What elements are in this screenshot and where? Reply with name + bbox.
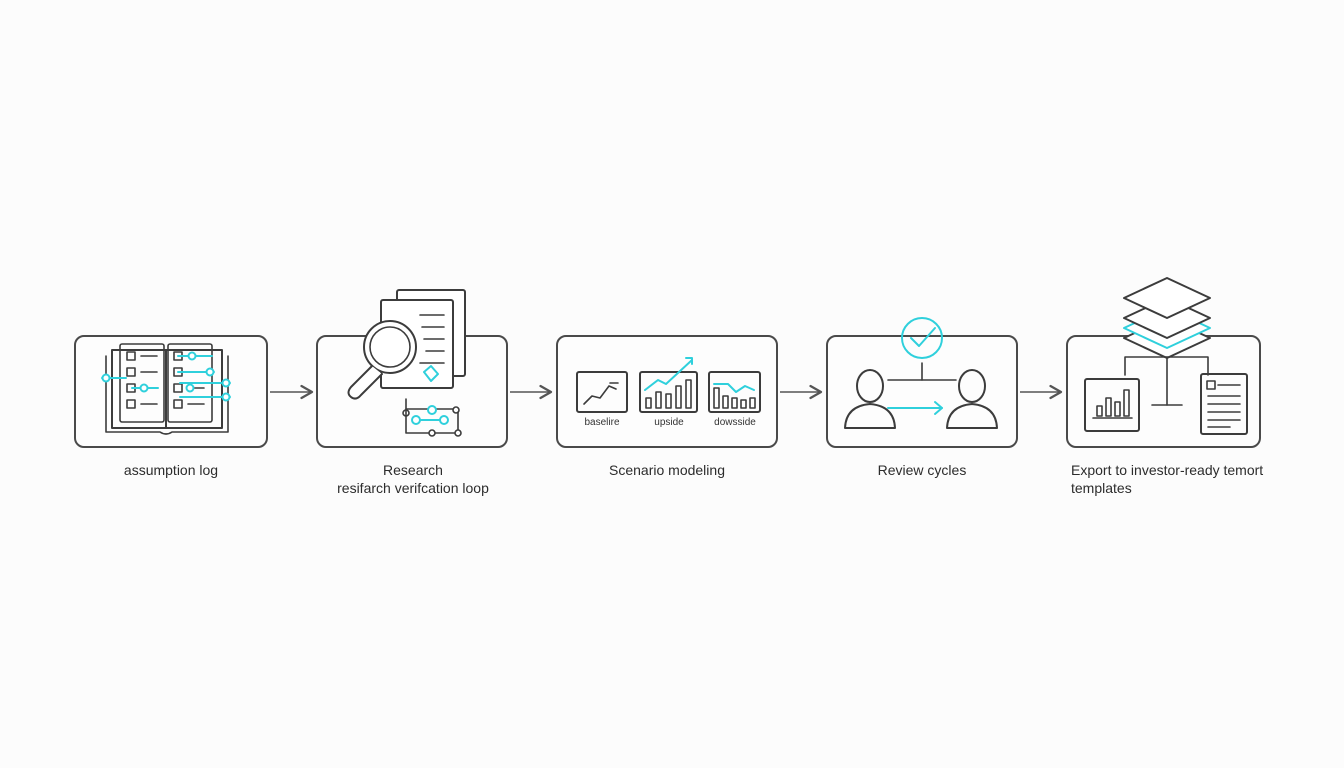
step-5-label-line-1: Export to investor-ready temort [1071,462,1264,478]
scenario-panel-downside [708,371,761,413]
open-book-icon [101,343,231,435]
scenario-panel-baseline [576,371,628,413]
scenario-charts-icon: baselire upside dowsside [576,357,761,428]
step-2-label-line-2: resifarch verifcation loop [337,480,489,496]
magnifier-documents-icon [347,289,466,437]
step-box-export [1066,335,1261,448]
step-4-label-line-1: Review cycles [877,462,967,478]
scenario-panel-upside [639,357,698,413]
step-label-research: Research resifarch verifcation loop [298,461,528,497]
step-label-scenario-modeling: Scenario modeling [556,461,778,479]
step-label-review-cycles: Review cycles [826,461,1018,479]
step-label-export: Export to investor-ready temort template… [1071,461,1311,497]
step-5-label-line-2: templates [1071,480,1132,496]
check-circle-icon [901,317,943,359]
people-review-icon [844,317,998,429]
step-2-label-line-1: Research [383,462,443,478]
step-1-label-line-1: assumption log [123,462,219,478]
step-3-label-line-1: Scenario modeling [609,462,725,478]
scenario-label-baseline: baselire [584,417,619,428]
step-label-assumption-log: assumption log [74,461,268,479]
scenario-label-upside: upside [654,417,684,428]
stacked-layers-export-icon [1084,277,1248,435]
scenario-label-downside: dowsside [714,417,756,428]
step-box-scenario-modeling [556,335,778,448]
